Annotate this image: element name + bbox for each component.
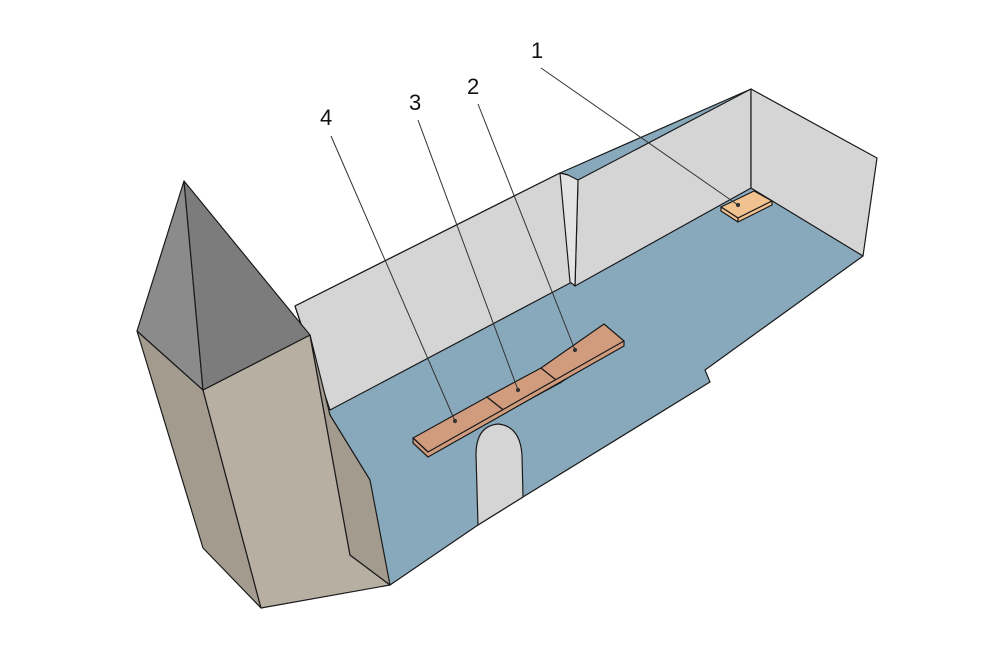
chancel-end-wall — [750, 88, 878, 257]
tower — [136, 180, 391, 609]
leader-line-4 — [330, 135, 456, 422]
tower-buttress — [309, 334, 391, 586]
leader-line-3 — [417, 119, 519, 391]
leader-tip-1 — [735, 202, 741, 208]
wall-pilaster — [559, 172, 579, 287]
callout-label-1: 1 — [531, 38, 544, 63]
leader-lines — [330, 67, 741, 424]
spire-south-face — [183, 180, 311, 391]
leader-tip-3 — [515, 387, 521, 393]
leader-tip-4 — [452, 418, 458, 424]
nave — [294, 88, 878, 586]
doorway — [475, 423, 524, 526]
callout-label-3: 3 — [409, 90, 422, 115]
slab-1-side — [737, 200, 773, 223]
callout-label-4: 4 — [320, 105, 333, 130]
leader-tip-2 — [572, 347, 578, 353]
slab-row-edge — [412, 340, 625, 458]
callout-label-2: 2 — [467, 74, 480, 99]
leader-line-2 — [477, 103, 576, 351]
leader-line-1 — [540, 67, 739, 206]
